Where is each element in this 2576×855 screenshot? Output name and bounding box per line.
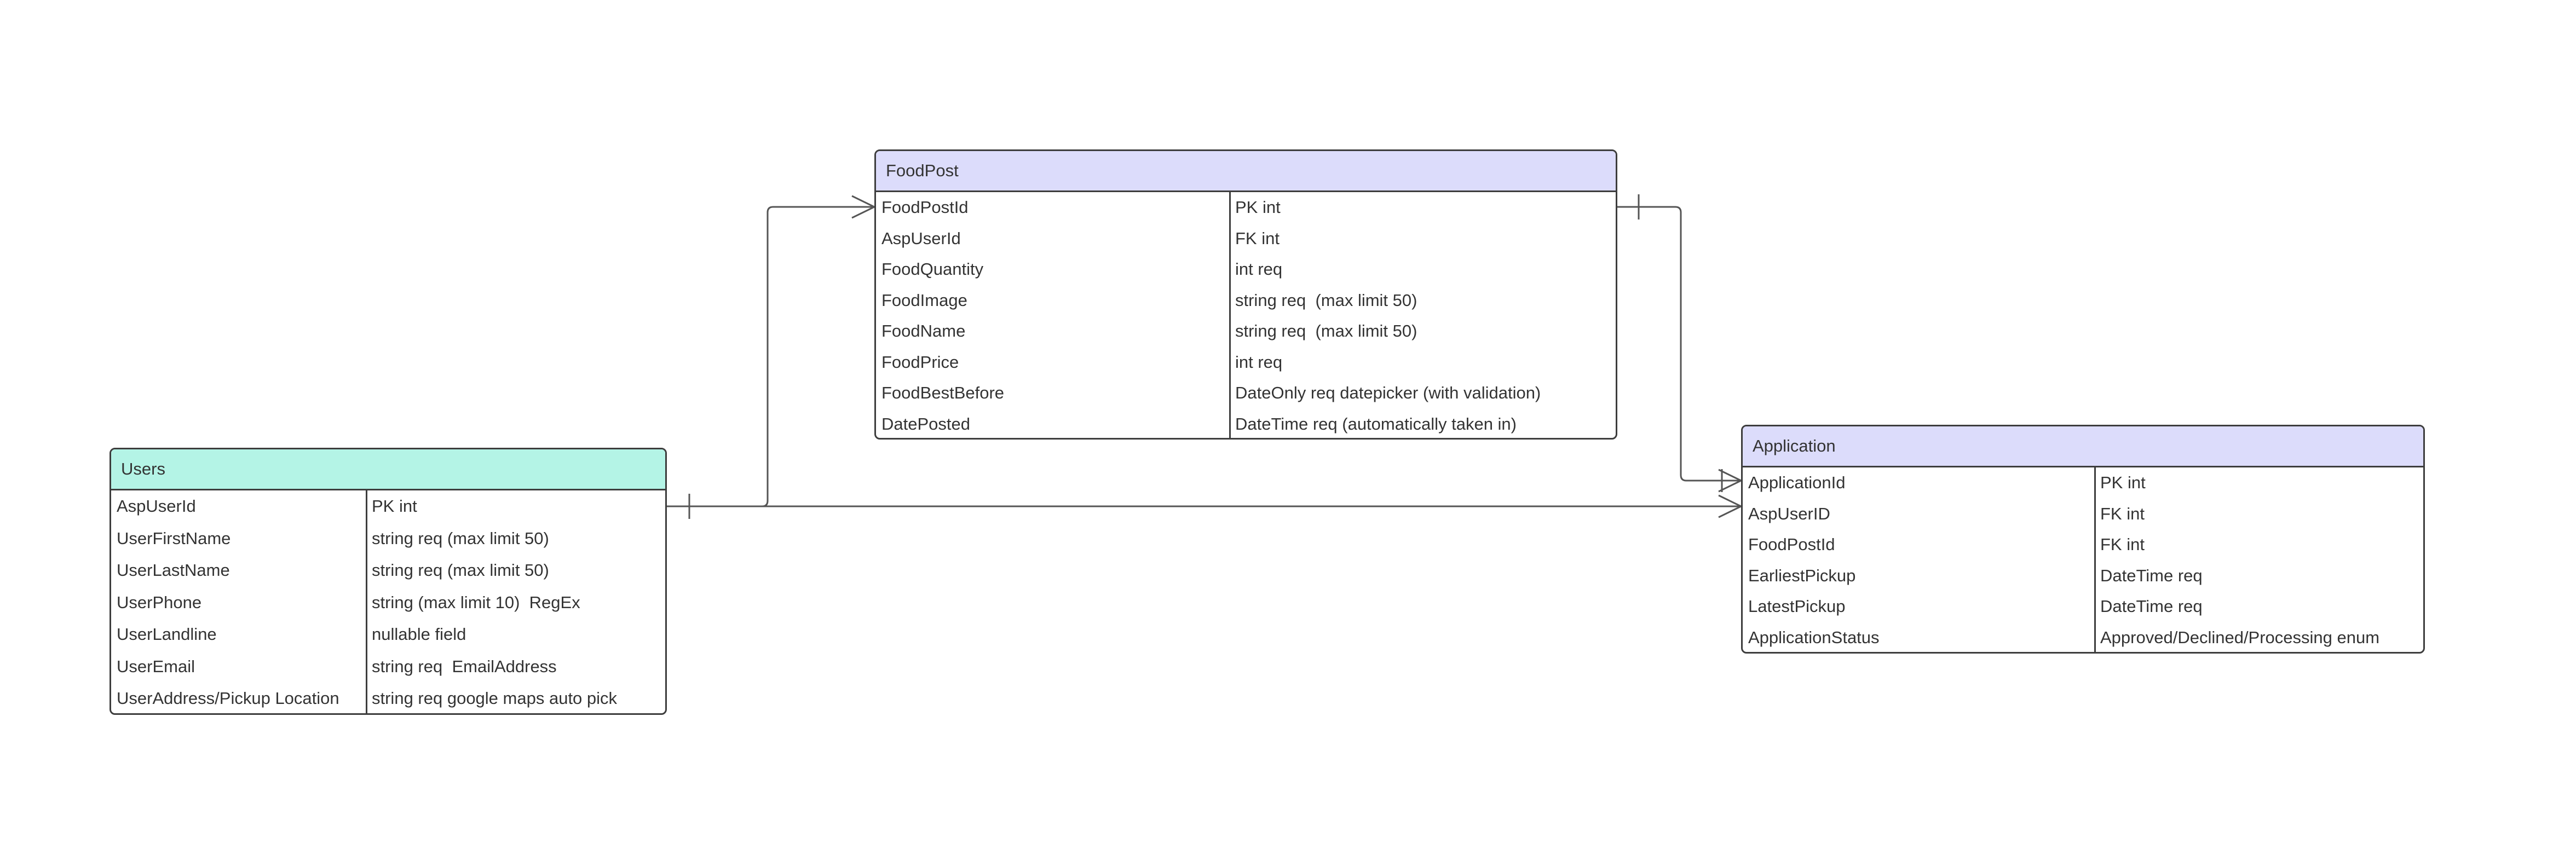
- field-name: ApplicationStatus: [1748, 627, 1880, 647]
- field-type: PK int: [1235, 198, 1281, 217]
- field-type: int req: [1235, 259, 1283, 279]
- field-type: string req (max limit 50): [1235, 321, 1417, 341]
- column-divider: [1229, 192, 1231, 438]
- application-many-marker: [1718, 494, 1742, 518]
- field-name: UserEmail: [117, 656, 195, 676]
- field-name: FoodQuantity: [881, 259, 984, 279]
- application-entity-header: Application: [1743, 426, 2423, 467]
- field-name: UserFirstName: [117, 528, 231, 548]
- entity-row: UserPhone string (max limit 10) RegEx: [111, 587, 665, 619]
- field-name: EarliestPickup: [1748, 565, 1856, 585]
- field-type: Approved/Declined/Processing enum: [2100, 627, 2380, 647]
- entity-row: ApplicationStatus Approved/Declined/Proc…: [1743, 622, 2423, 652]
- field-type: FK int: [1235, 228, 1280, 248]
- field-name: UserAddress/Pickup Location: [117, 689, 339, 708]
- field-type: FK int: [2100, 504, 2145, 523]
- foodpost-entity-title: FoodPost: [886, 161, 959, 180]
- entity-row: UserFirstName string req (max limit 50): [111, 523, 665, 555]
- field-type: string req (max limit 50): [372, 528, 549, 548]
- foodpost-entity-body: FoodPostId PK int AspUserId FK int FoodQ…: [876, 192, 1616, 438]
- field-name: FoodPostId: [881, 198, 969, 217]
- entity-row: UserLastName string req (max limit 50): [111, 554, 665, 587]
- application-entity-title: Application: [1753, 436, 1836, 455]
- users-entity-title: Users: [121, 459, 165, 478]
- field-name: FoodPrice: [881, 352, 959, 372]
- field-type: string req EmailAddress: [372, 656, 557, 676]
- application-entity-body: ApplicationId PK int AspUserID FK int Fo…: [1743, 467, 2423, 652]
- entity-row: ApplicationId PK int: [1743, 467, 2423, 499]
- field-type: DateTime req: [2100, 565, 2203, 585]
- field-name: FoodName: [881, 321, 966, 341]
- field-type: DateTime req: [2100, 597, 2203, 616]
- entity-row: EarliestPickup DateTime req: [1743, 561, 2423, 592]
- entity-row: AspUserId FK int: [876, 223, 1616, 255]
- entity-row: FoodQuantity int req: [876, 254, 1616, 285]
- column-divider: [2094, 467, 2096, 652]
- field-name: DatePosted: [881, 414, 970, 434]
- field-name: UserLastName: [117, 561, 230, 580]
- foodpost-many-marker: [851, 195, 875, 219]
- entity-row: AspUserId PK int: [111, 490, 665, 523]
- field-name: AspUserId: [881, 228, 961, 248]
- entity-row: FoodImage string req (max limit 50): [876, 285, 1616, 316]
- users-entity-body: AspUserId PK int UserFirstName string re…: [111, 490, 665, 713]
- field-type: FK int: [2100, 535, 2145, 554]
- entity-row: LatestPickup DateTime req: [1743, 591, 2423, 622]
- column-divider: [366, 490, 367, 713]
- entity-row: FoodPrice int req: [876, 347, 1616, 378]
- field-type: string req (max limit 50): [372, 561, 549, 580]
- foodpost-application-relationship-line: [1617, 206, 1741, 482]
- users-entity[interactable]: Users AspUserId PK int UserFirstName str…: [110, 448, 667, 715]
- users-foodpost-relationship-line: [667, 206, 874, 507]
- field-type: nullable field: [372, 625, 466, 644]
- field-type: string req (max limit 50): [1235, 290, 1417, 310]
- field-type: DateTime req (automatically taken in): [1235, 414, 1517, 434]
- field-type: int req: [1235, 352, 1283, 372]
- application-entity[interactable]: Application ApplicationId PK int AspUser…: [1741, 425, 2425, 654]
- field-type: string (max limit 10) RegEx: [372, 592, 580, 612]
- entity-row: FoodName string req (max limit 50): [876, 316, 1616, 347]
- foodpost-entity[interactable]: FoodPost FoodPostId PK int AspUserId FK …: [874, 149, 1617, 440]
- field-name: FoodImage: [881, 290, 967, 310]
- entity-row: UserEmail string req EmailAddress: [111, 651, 665, 683]
- field-name: AspUserId: [117, 496, 196, 516]
- field-name: UserPhone: [117, 592, 202, 612]
- entity-row: UserLandline nullable field: [111, 619, 665, 651]
- field-name: FoodPostId: [1748, 535, 1835, 554]
- entity-row: AspUserID FK int: [1743, 499, 2423, 530]
- users-entity-header: Users: [111, 449, 665, 490]
- field-type: DateOnly req datepicker (with validation…: [1235, 383, 1541, 403]
- field-name: FoodBestBefore: [881, 383, 1005, 403]
- entity-row: FoodPostId PK int: [876, 192, 1616, 223]
- field-name: LatestPickup: [1748, 597, 1846, 616]
- entity-row: FoodBestBefore DateOnly req datepicker (…: [876, 378, 1616, 409]
- foodpost-entity-header: FoodPost: [876, 151, 1616, 192]
- field-name: UserLandline: [117, 625, 217, 644]
- entity-row: UserAddress/Pickup Location string req g…: [111, 683, 665, 713]
- entity-row: FoodPostId FK int: [1743, 529, 2423, 561]
- entity-row: DatePosted DateTime req (automatically t…: [876, 409, 1616, 438]
- field-type: PK int: [2100, 473, 2146, 493]
- field-name: ApplicationId: [1748, 473, 1846, 493]
- field-type: string req google maps auto pick: [372, 689, 618, 708]
- field-type: PK int: [372, 496, 417, 516]
- field-name: AspUserID: [1748, 504, 1830, 523]
